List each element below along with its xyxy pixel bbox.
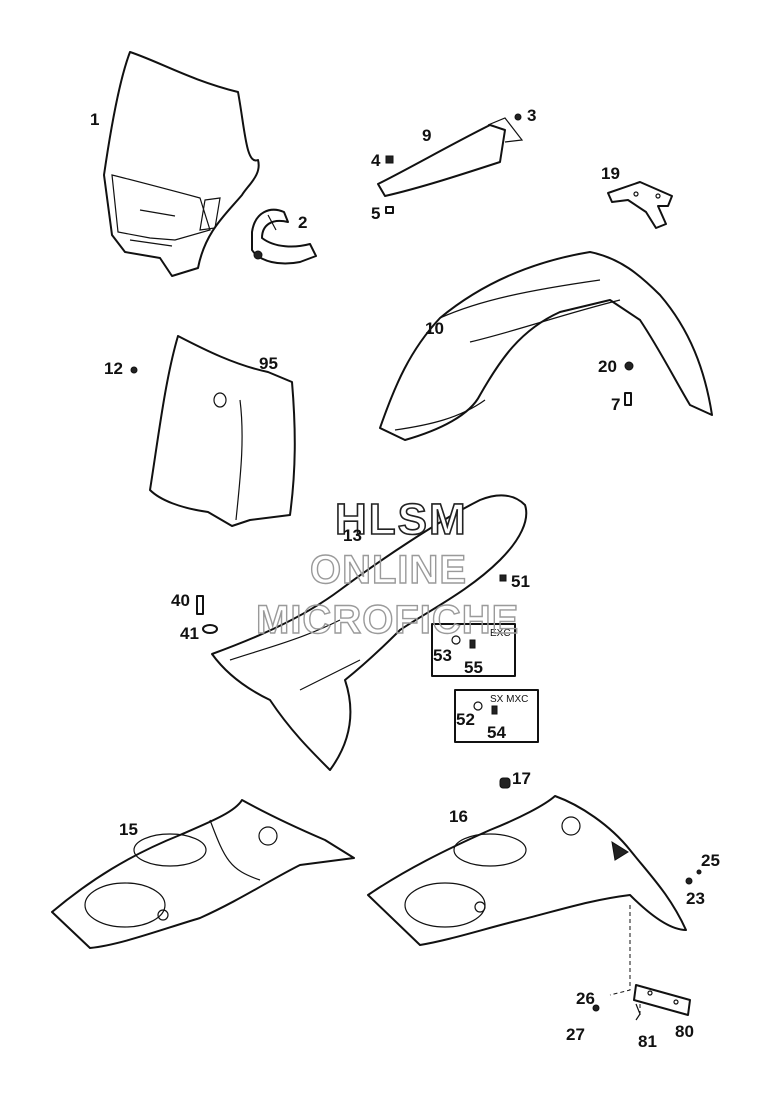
callout-19: 19 [601,164,620,183]
callout-55: 55 [464,658,483,677]
part-fender-variant-16 [367,777,687,946]
callout-13: 13 [343,526,362,545]
callout-53: 53 [433,646,452,665]
callout-81: 81 [638,1032,657,1051]
callout-9: 9 [422,126,431,145]
part-number-plate [130,335,296,527]
watermark: HLSM ONLINE MICROFICHE [255,494,519,643]
callout-4: 4 [371,151,381,170]
callout-27: 27 [566,1025,585,1044]
callout-15: 15 [119,820,138,839]
callout-10: 10 [425,319,444,338]
callout-95: 95 [259,354,278,373]
callout-3: 3 [527,106,536,125]
callout-1: 1 [90,110,99,129]
part-front-fender [379,251,713,441]
callout-54: 54 [487,723,506,742]
part-clamp [251,208,317,265]
callout-17: 17 [512,769,531,788]
callout-51: 51 [511,572,530,591]
callout-26: 26 [576,989,595,1008]
callout-80: 80 [675,1022,694,1041]
callout-7: 7 [611,395,620,414]
callout-2: 2 [298,213,307,232]
callout-labels: 1 2 3 4 5 9 19 10 20 7 12 95 13 51 40 41… [90,106,720,1051]
variant-box-sx-mxc: SX MXC [454,689,539,743]
exc-label: EXC [490,628,511,639]
part-plate-bracket [592,869,702,1021]
watermark-line2: ONLINE [310,548,467,592]
part-bracket-strip [377,113,524,214]
callout-20: 20 [598,357,617,376]
callout-25: 25 [701,851,720,870]
callout-40: 40 [171,591,190,610]
part-rear-fender [196,494,528,771]
watermark-line1: HLSM [335,495,468,544]
part-fender-variant-15 [51,799,355,949]
variant-box-exc: EXC [431,623,516,677]
watermark-line3: MICROFICHE [256,598,519,642]
part-small-bracket [607,181,673,229]
part-headlight-mask [103,51,260,277]
callout-16: 16 [449,807,468,826]
sx-mxc-label: SX MXC [490,694,528,705]
callout-52: 52 [456,710,475,729]
callout-41: 41 [180,624,199,643]
callout-23: 23 [686,889,705,908]
callout-5: 5 [371,204,380,223]
callout-12: 12 [104,359,123,378]
